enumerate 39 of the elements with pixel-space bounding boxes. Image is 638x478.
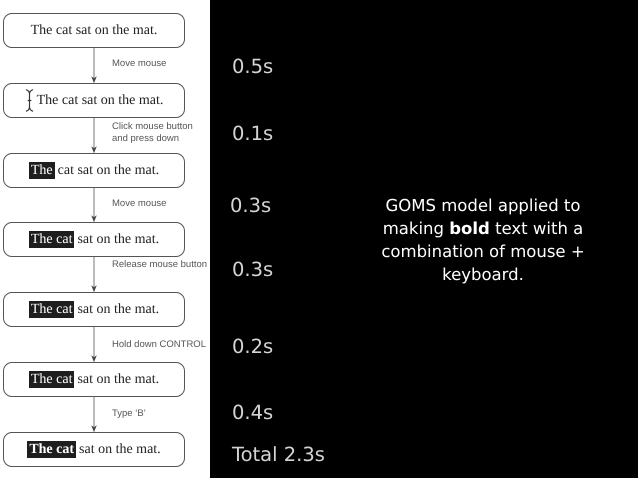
- edge-label: Type ‘B’: [112, 408, 146, 420]
- box-text: The cat sat on the mat.: [36, 92, 164, 109]
- time-label: 0.5s: [232, 55, 274, 79]
- edge-label: Move mouse: [112, 198, 166, 210]
- arrow: [91, 188, 97, 222]
- selected-text: The cat: [28, 301, 74, 318]
- time-label: 0.3s: [230, 194, 272, 218]
- arrow: [91, 326, 97, 362]
- arrow: [91, 256, 97, 292]
- box-text: sat on the mat.: [77, 301, 160, 318]
- edge-label: Release mouse button: [112, 259, 208, 271]
- arrow: [91, 118, 97, 154]
- selected-text: The cat: [28, 231, 74, 248]
- selected-text: The cat: [28, 371, 74, 388]
- box-text: sat on the mat.: [77, 371, 160, 388]
- description-text: GOMS model applied to making bold text with a combination of mouse + keyboard.: [380, 195, 586, 286]
- arrow: [91, 48, 97, 84]
- process-box: [3, 83, 185, 118]
- time-label: 0.3s: [232, 258, 274, 282]
- box-text: sat on the mat.: [77, 231, 160, 248]
- edge-label: Click mouse button and press down: [112, 121, 194, 145]
- process-box: [3, 222, 185, 257]
- arrow: [91, 396, 97, 432]
- process-box: [3, 292, 185, 327]
- selected-text: The: [28, 162, 55, 179]
- edge-label: Hold down CONTROL: [112, 339, 206, 351]
- time-label: 0.1s: [232, 122, 274, 146]
- edge-label: Move mouse: [112, 58, 166, 70]
- process-box: [3, 153, 185, 188]
- process-box: [3, 432, 185, 467]
- selected-text: The cat: [27, 441, 76, 458]
- time-label: 0.4s: [232, 401, 274, 425]
- box-text: The cat sat on the mat.: [30, 22, 158, 39]
- time-label: 0.2s: [232, 335, 274, 359]
- time-label: Total 2.3s: [232, 443, 325, 467]
- box-text: cat sat on the mat.: [58, 162, 160, 179]
- process-box: [3, 13, 185, 48]
- box-text: sat on the mat.: [79, 441, 161, 458]
- process-box: [3, 362, 185, 397]
